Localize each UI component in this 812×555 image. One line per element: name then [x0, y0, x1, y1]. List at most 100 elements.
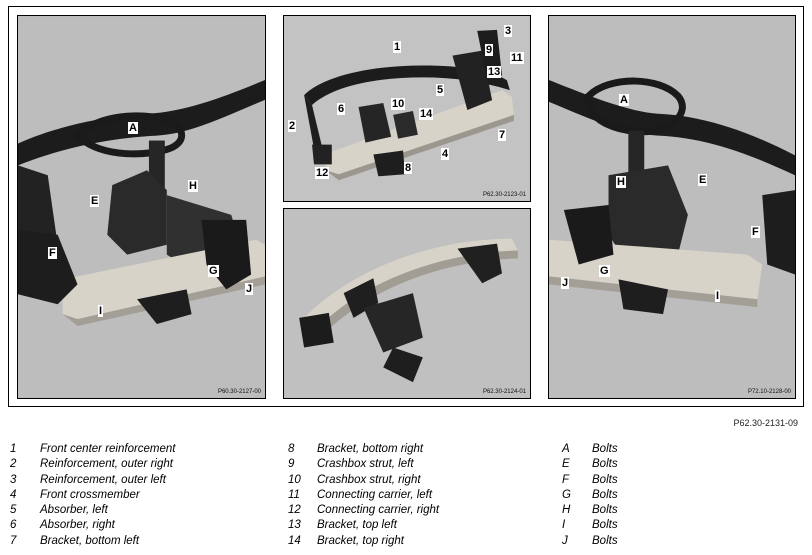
legend-text: Bracket, bottom left — [40, 534, 140, 547]
callout-label: 5 — [436, 84, 445, 96]
callout-label: G — [208, 265, 219, 277]
callout-label: 13 — [487, 66, 502, 78]
legend-key: 4 — [10, 488, 17, 501]
callout-label: 3 — [504, 25, 513, 37]
callout-label: J — [561, 277, 570, 289]
legend-key: 10 — [288, 473, 301, 486]
legend-text: Bolts — [592, 458, 618, 471]
callout-label: 10 — [391, 98, 406, 110]
legend-key: 12 — [288, 504, 301, 517]
legend-key: 9 — [288, 458, 295, 471]
legend-text: Bolts — [592, 534, 618, 547]
legend-key: 8 — [288, 443, 295, 455]
legend-key: 14 — [288, 534, 301, 547]
legend-item: 1 Front center reinforcement — [10, 442, 176, 457]
legend-key: G — [562, 488, 571, 501]
callout-label: 9 — [485, 44, 494, 56]
figure-reference: P62.30-2131-09 — [733, 418, 798, 428]
legend-item: J Bolts — [562, 534, 618, 549]
legend-text: Reinforcement, outer right — [40, 458, 173, 471]
legend-text: Front crossmember — [40, 488, 140, 501]
legend-item: 10 Crashbox strut, right — [288, 473, 439, 488]
legend-key: 1 — [10, 443, 17, 455]
callout-label: A — [128, 122, 138, 134]
photo-left-drawing — [18, 16, 265, 398]
legend-key: 5 — [10, 504, 17, 517]
legend-text: Connecting carrier, right — [317, 504, 440, 517]
legend-key: A — [562, 443, 570, 455]
callout-label: 1 — [393, 41, 402, 53]
legend-text: Bolts — [592, 443, 618, 455]
callout-label: 11 — [510, 52, 524, 64]
legend-item: A Bolts — [562, 442, 618, 457]
legend-item: 5 Absorber, left — [10, 503, 176, 518]
legend-text: Connecting carrier, left — [317, 488, 433, 501]
callout-label: 14 — [419, 108, 434, 120]
legend-item: 13 Bracket, top left — [288, 518, 439, 533]
callout-label: 4 — [441, 148, 450, 160]
legend-item: 11 Connecting carrier, left — [288, 488, 439, 503]
legend-text: Bolts — [592, 504, 618, 517]
photo-underside-drawing — [284, 209, 530, 398]
legend-key: 13 — [288, 519, 301, 532]
legend-item: 9 Crashbox strut, left — [288, 457, 439, 472]
callout-label: 8 — [404, 162, 413, 174]
legend-item: 3 Reinforcement, outer left — [10, 473, 176, 488]
photo-right-drawing — [549, 16, 795, 398]
legend-item: H Bolts — [562, 503, 618, 518]
legend-text: Absorber, right — [40, 519, 115, 532]
legend-item: I Bolts — [562, 518, 618, 533]
legend-key: J — [562, 534, 568, 547]
legend-key: 2 — [10, 458, 17, 471]
legend-item: 8 Bracket, bottom right — [288, 442, 439, 457]
legend-key: E — [562, 458, 570, 471]
legend-key: H — [562, 504, 571, 517]
legend-text: Bracket, top left — [317, 519, 397, 532]
legend-key: 3 — [10, 473, 17, 486]
legend-key: 6 — [10, 519, 17, 532]
legend-text: Crashbox strut, left — [317, 458, 414, 471]
callout-label: J — [245, 283, 254, 295]
photo-ref-label: P72.10-2128-00 — [747, 389, 791, 395]
callout-label: I — [98, 305, 104, 317]
photo-ref-label: P62.30-2123-01 — [482, 192, 526, 198]
photo-left-view: P60.30-2127-00 A E H F G J I — [17, 15, 266, 399]
callout-label: 7 — [498, 129, 507, 141]
callout-label: H — [188, 180, 198, 192]
legend-text: Bracket, bottom right — [317, 443, 424, 455]
legend-key: 11 — [288, 488, 300, 501]
callout-label: 6 — [337, 103, 346, 115]
photo-ref-label: P62.30-2124-01 — [482, 389, 526, 395]
legend-item: G Bolts — [562, 488, 618, 503]
legend-item: 2 Reinforcement, outer right — [10, 457, 176, 472]
photo-exploded-view: P62.30-2123-01 1 2 3 4 5 6 7 8 9 10 11 1… — [283, 15, 531, 202]
legend-text: Bolts — [592, 488, 618, 501]
legend-text: Crashbox strut, right — [317, 473, 421, 486]
photo-right-view: P72.10-2128-00 A H E F G J I — [548, 15, 796, 399]
legend-key: I — [562, 519, 566, 532]
callout-label: E — [90, 195, 100, 207]
callout-label: F — [48, 247, 57, 259]
legend-text: Absorber, left — [40, 504, 108, 517]
legend-text: Bolts — [592, 519, 618, 532]
legend-item: 12 Connecting carrier, right — [288, 503, 439, 518]
callout-label: I — [715, 290, 721, 302]
callout-label: H — [616, 176, 626, 188]
legend-key: 7 — [10, 534, 17, 547]
legend-item: 14 Bracket, top right — [288, 534, 439, 549]
legend-text: Bracket, top right — [317, 534, 404, 547]
legend-item: 4 Front crossmember — [10, 488, 176, 503]
legend-text: Front center reinforcement — [40, 443, 176, 455]
callout-label: 2 — [288, 120, 297, 132]
callout-label: 12 — [315, 167, 330, 179]
callout-label: F — [751, 226, 760, 238]
photo-ref-label: P60.30-2127-00 — [217, 389, 261, 395]
legend-item: E Bolts — [562, 457, 618, 472]
callout-label: E — [698, 174, 708, 186]
legend-item: 6 Absorber, right — [10, 518, 176, 533]
legend-text: Reinforcement, outer left — [40, 473, 166, 486]
